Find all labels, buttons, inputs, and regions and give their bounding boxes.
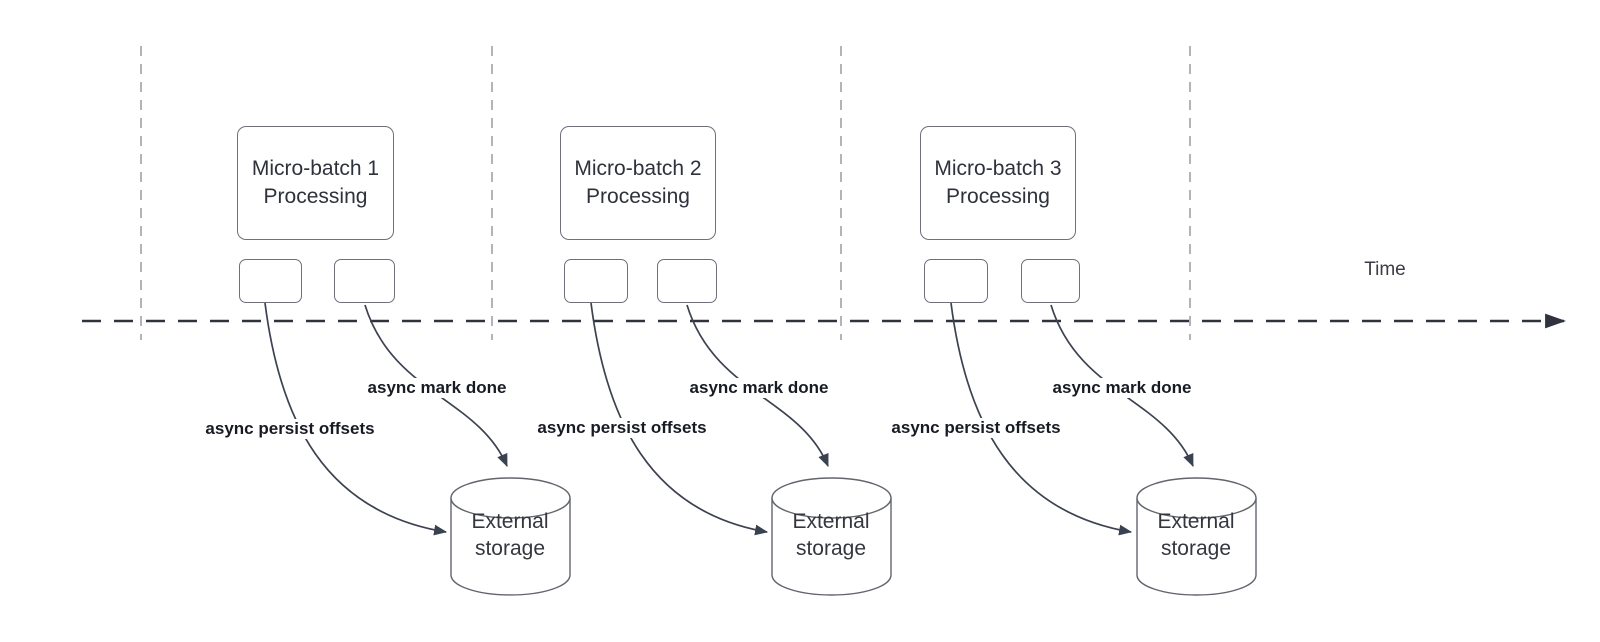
persist-task-box (924, 259, 988, 303)
storage-cylinder-top (450, 477, 571, 519)
external-storage-label: External storage (1157, 510, 1235, 561)
mark-done-label: async mark done (364, 378, 510, 398)
micro-batch-box: Micro-batch 1 Processing (237, 126, 394, 240)
storage-cylinder-top (771, 477, 892, 519)
mark-done-label: async mark done (1049, 378, 1195, 398)
persist-offsets-arrow (590, 302, 769, 536)
mark-done-task-box (334, 259, 395, 303)
external-storage-label: External storage (471, 510, 549, 561)
micro-batch-title: Micro-batch 3 Processing (934, 157, 1062, 208)
storage-cylinder-body (450, 498, 571, 596)
persist-offsets-arrow (950, 302, 1133, 536)
micro-batch-title: Micro-batch 1 Processing (251, 157, 380, 208)
mark-done-task-box (657, 259, 717, 303)
mark-done-label: async mark done (686, 378, 832, 398)
persist-task-box (564, 259, 628, 303)
persist-task-box (239, 259, 302, 303)
storage-cylinder-body (771, 498, 892, 596)
time-label: Time (1364, 259, 1406, 280)
micro-batch-box: Micro-batch 2 Processing (560, 126, 716, 240)
storage-cylinder-body (1136, 498, 1257, 596)
persist-offsets-arrow (264, 302, 448, 536)
external-storage-label: External storage (792, 510, 870, 561)
mark-done-task-box (1021, 259, 1080, 303)
micro-batch-title: Micro-batch 2 Processing (574, 157, 702, 208)
persist-offsets-label: async persist offsets (888, 418, 1064, 438)
micro-batch-box: Micro-batch 3 Processing (920, 126, 1076, 240)
persist-offsets-label: async persist offsets (202, 419, 378, 439)
persist-offsets-label: async persist offsets (534, 418, 710, 438)
storage-cylinder-top (1136, 477, 1257, 519)
